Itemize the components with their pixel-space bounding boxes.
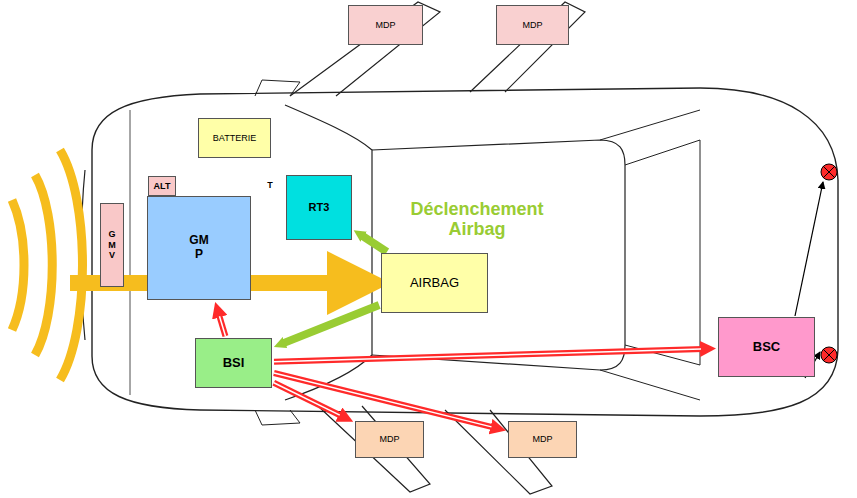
fan-unit-box: G M V <box>100 203 124 287</box>
box-label: AIRBAG <box>410 276 459 291</box>
box-label: ALT <box>154 181 171 191</box>
double-line-gap <box>274 349 701 362</box>
part-letter: T <box>264 181 276 191</box>
arrow-line <box>219 314 226 336</box>
arrow-line <box>274 373 493 427</box>
signal-arrow <box>282 305 379 344</box>
open-door <box>318 406 430 492</box>
double-line-gap <box>219 316 225 336</box>
car-body <box>92 88 838 416</box>
box-label: GM P <box>186 234 212 262</box>
signal-arrow <box>274 373 493 427</box>
impact-waves <box>12 150 83 380</box>
door-module-box: MDP <box>496 5 569 45</box>
open-door <box>470 2 585 92</box>
box-label: RT3 <box>309 201 330 214</box>
arrow-line <box>282 305 379 344</box>
rear-lamp <box>821 164 837 363</box>
radio-unit-box: RT3 <box>286 175 352 240</box>
open-door <box>290 2 440 96</box>
roof <box>372 140 625 370</box>
engine-unit-box: GM P <box>147 196 251 300</box>
grille-line <box>130 110 131 395</box>
door-module-box: MDP <box>355 421 424 458</box>
box-label: MDP <box>523 20 543 30</box>
box-label: G M V <box>107 229 117 260</box>
alternator-box: ALT <box>148 176 176 196</box>
box-label: MDP <box>376 20 396 30</box>
trigger-note: Déclenchement Airbag <box>392 200 562 240</box>
arrow-line <box>274 349 703 362</box>
signal-arrow <box>219 314 226 336</box>
lamp-wire <box>795 182 823 316</box>
box-label: BATTERIE <box>213 133 256 143</box>
door-module-box: MDP <box>348 5 423 45</box>
rear-window <box>600 110 700 400</box>
arrow-line <box>361 235 387 252</box>
signal-arrow <box>274 349 703 362</box>
body-computer-box: BSI <box>195 338 272 388</box>
double-line-gap <box>274 373 492 427</box>
battery-box: BATTERIE <box>198 118 271 158</box>
airbag-unit-box: AIRBAG <box>381 253 488 313</box>
box-label: BSC <box>753 340 780 355</box>
box-label: MDP <box>380 434 400 444</box>
windshield <box>285 105 372 400</box>
rear-box: BSC <box>718 317 815 377</box>
box-label: BSI <box>223 356 245 371</box>
signal-arrow <box>361 235 387 252</box>
door-module-box: MDP <box>508 421 577 458</box>
box-label: MDP <box>533 434 553 444</box>
